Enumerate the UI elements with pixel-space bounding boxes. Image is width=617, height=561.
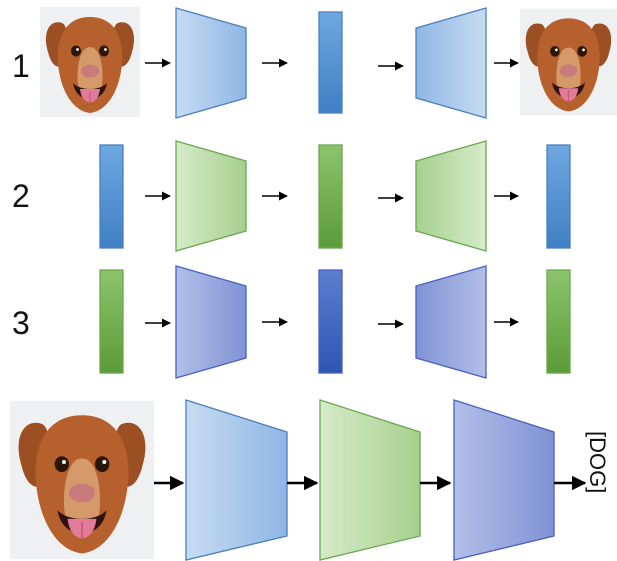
encoder-stage-2 xyxy=(319,399,421,561)
latent-input-row-2 xyxy=(99,144,124,249)
row-label-1: 1 xyxy=(12,48,30,84)
dog-photo-input-row-1 xyxy=(40,7,140,117)
latent-output-row-2 xyxy=(546,144,571,249)
output-label-dog: [DOG] xyxy=(585,431,610,493)
latent-input-row-3 xyxy=(99,269,124,374)
row-label-3: 3 xyxy=(12,305,30,341)
dog-photo-output-row-1 xyxy=(520,8,617,116)
encoder-row-3 xyxy=(175,265,247,379)
latent-code-row-1 xyxy=(318,11,343,114)
decoder-row-3 xyxy=(415,265,487,379)
latent-output-row-3 xyxy=(546,269,571,374)
row-label-2: 2 xyxy=(12,178,30,214)
dog-photo-classifier-input xyxy=(10,400,154,560)
encoder-stage-1 xyxy=(185,399,288,561)
encoder-row-1 xyxy=(175,7,247,119)
latent-code-row-2 xyxy=(318,144,343,249)
latent-code-row-3 xyxy=(318,269,343,374)
encoder-row-2 xyxy=(175,140,247,252)
decoder-row-2 xyxy=(415,140,487,252)
encoder-stage-3 xyxy=(453,399,555,561)
decoder-row-1 xyxy=(415,7,487,119)
